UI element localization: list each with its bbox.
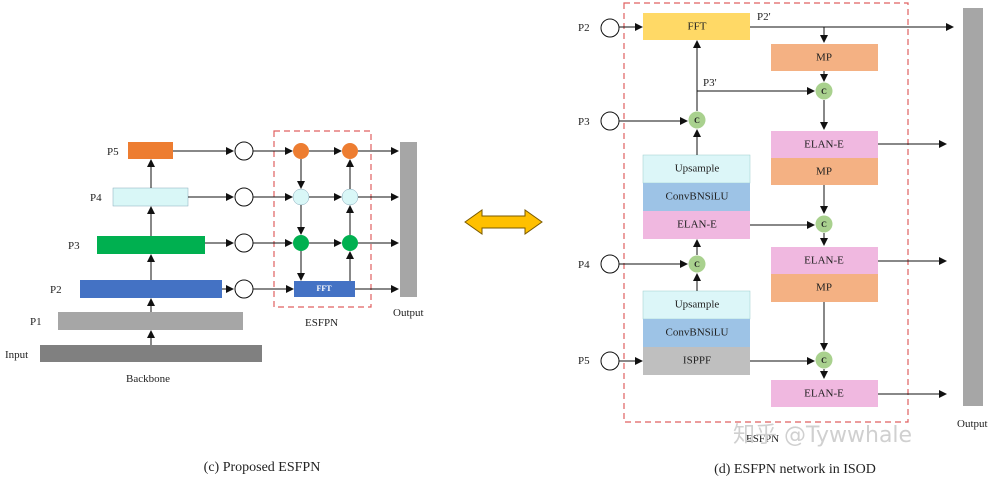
label-p5-right: P5: [578, 355, 590, 367]
input-node-p5: [234, 141, 254, 161]
esfpn-node-p3a: [293, 235, 309, 251]
convbnsilu-box-2: [643, 319, 750, 347]
isppf-box: [643, 347, 750, 375]
esfpn-node-p4b: [341, 188, 359, 206]
mp-box-3: [771, 274, 878, 302]
isppf-label: ISPPF: [683, 355, 711, 367]
label-p5: P5: [107, 146, 119, 158]
input-node-p2: [234, 279, 254, 299]
upsample-box-1: [642, 154, 751, 184]
elan-e-label-2: ELAN-E: [804, 255, 844, 267]
concat-node-r3: [815, 351, 833, 369]
concat-label-r3: C: [821, 356, 827, 365]
p5-bar: [128, 142, 173, 159]
p4-bar: [112, 187, 189, 207]
elan-e-box-left: [643, 211, 750, 239]
mp-box-2: [771, 158, 878, 185]
elan-e-label-1: ELAN-E: [804, 139, 844, 151]
p3-bar: [97, 236, 205, 254]
elan-e-box-3: [771, 380, 878, 407]
output-bar-right: [963, 8, 983, 406]
fft-box-right: [643, 13, 750, 40]
concat-label-p4: C: [694, 260, 700, 269]
output-bar-left: [400, 142, 417, 297]
concat-node-r2: [815, 215, 833, 233]
concat-label-r2: C: [821, 220, 827, 229]
concat-node-p3: [688, 111, 706, 129]
p1-bar: [58, 312, 243, 330]
elan-e-label-left: ELAN-E: [677, 219, 717, 231]
fft-box-left: [294, 281, 355, 297]
convbnsilu-label-1: ConvBNSiLU: [666, 191, 729, 203]
right-panel: Output P2 P3 P4 P5 FFT P2' MP C P3' C: [578, 2, 988, 477]
mp-label-1: MP: [816, 52, 832, 64]
label-p3-right: P3: [578, 116, 590, 128]
input-node-p5-right: [600, 351, 620, 371]
bidirectional-arrow-icon: [464, 209, 543, 235]
concat-node-r1: [815, 82, 833, 100]
input-node-p3: [234, 233, 254, 253]
output-label-left: Output: [393, 307, 424, 319]
esfpn-node-p3b: [342, 235, 358, 251]
output-label-right: Output: [957, 418, 988, 430]
caption-left: (c) Proposed ESFPN: [204, 460, 321, 475]
input-node-p2-right: [600, 18, 620, 38]
esfpn-node-p5b: [342, 143, 358, 159]
fft-label-left: FFT: [316, 284, 332, 293]
upsample-box-2: [642, 290, 751, 320]
p2-prime-label: P2': [757, 11, 771, 23]
esfpn-node-p5a: [293, 143, 309, 159]
convbnsilu-box-1: [643, 183, 750, 211]
label-p1: P1: [30, 316, 42, 328]
label-backbone: Backbone: [126, 373, 170, 385]
input-node-p4-right: [600, 254, 620, 274]
p2-bar: [80, 280, 222, 298]
mp-box-1: [771, 44, 878, 71]
esfpn-box-right: [623, 2, 909, 423]
esfpn-label-right: ESFPN: [746, 433, 779, 445]
watermark-text: 知乎 @Tywwhale: [733, 423, 912, 448]
label-p4-right: P4: [578, 259, 590, 271]
esfpn-box-left: [273, 130, 372, 308]
upsample-label-2: Upsample: [675, 299, 720, 311]
esfpn-node-p4a: [292, 188, 310, 206]
p3-prime-label: P3': [703, 77, 717, 89]
mp-label-3: MP: [816, 282, 832, 294]
elan-e-box-1: [771, 131, 878, 158]
concat-label-p3: C: [694, 116, 700, 125]
concat-label-r1: C: [821, 87, 827, 96]
concat-node-p4: [688, 255, 706, 273]
mp-label-2: MP: [816, 166, 832, 178]
esfpn-label-left: ESFPN: [305, 317, 338, 329]
elan-e-label-3: ELAN-E: [804, 388, 844, 400]
label-p3: P3: [68, 240, 80, 252]
input-bar: [40, 345, 262, 362]
left-panel: P5 P4 P3 P2 P1 Input Backbone ESFPN: [5, 130, 424, 475]
label-input: Input: [5, 349, 28, 361]
label-p2-right: P2: [578, 22, 590, 34]
caption-right: (d) ESFPN network in ISOD: [714, 462, 876, 477]
label-p4: P4: [90, 192, 102, 204]
elan-e-box-2: [771, 247, 878, 274]
input-node-p3-right: [600, 111, 620, 131]
upsample-label-1: Upsample: [675, 163, 720, 175]
input-node-p4: [234, 187, 254, 207]
label-p2: P2: [50, 284, 62, 296]
fft-label-right: FFT: [688, 21, 707, 33]
convbnsilu-label-2: ConvBNSiLU: [666, 327, 729, 339]
